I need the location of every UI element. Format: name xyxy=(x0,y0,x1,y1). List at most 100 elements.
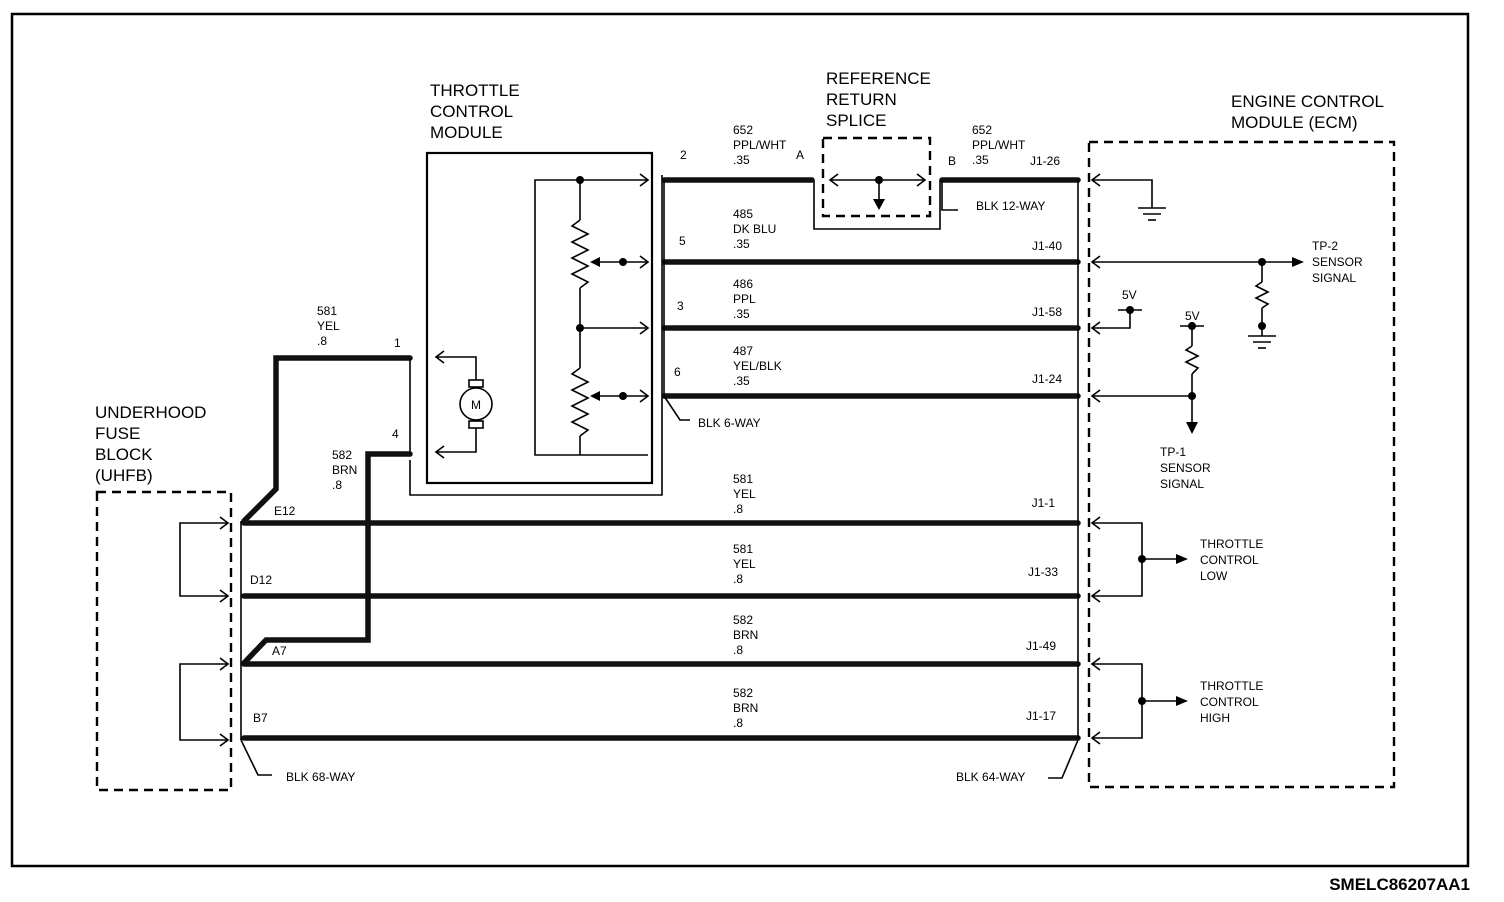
uhfb-title-line3: BLOCK xyxy=(95,445,153,464)
svg-text:485: 485 xyxy=(733,207,753,221)
connector-blk-68-way: BLK 68-WAY xyxy=(286,770,355,784)
uhfb-pin-b7: B7 xyxy=(253,711,268,725)
throttle-control-high-label: THROTTLE CONTROL HIGH xyxy=(1200,679,1263,725)
ecm-pin-j1-1: J1-1 xyxy=(1032,496,1056,510)
svg-text:.8: .8 xyxy=(317,334,327,348)
splice-pin-b: B xyxy=(948,154,956,168)
tcm-pin-3: 3 xyxy=(677,299,684,313)
reference-5v-label-a: 5V xyxy=(1122,288,1137,302)
ecm-pin-j1-49: J1-49 xyxy=(1026,639,1056,653)
tcm-title-line3: MODULE xyxy=(430,123,503,142)
motor-label: M xyxy=(471,398,481,412)
wire-487-label: 487 YEL/BLK .35 xyxy=(733,344,782,388)
svg-text:TP-2: TP-2 xyxy=(1312,239,1338,253)
svg-text:PPL/WHT: PPL/WHT xyxy=(972,138,1026,152)
svg-text:581: 581 xyxy=(733,472,753,486)
svg-text:THROTTLE: THROTTLE xyxy=(1200,679,1263,693)
ecm-internal-circuits xyxy=(1090,173,1304,745)
svg-text:.35: .35 xyxy=(733,374,750,388)
svg-text:YEL: YEL xyxy=(733,557,756,571)
wire-652-right-label: 652 PPL/WHT .35 xyxy=(972,123,1026,167)
svg-text:BRN: BRN xyxy=(332,463,357,477)
svg-text:581: 581 xyxy=(317,304,337,318)
uhfb-title-line4: (UHFB) xyxy=(95,466,153,485)
svg-text:652: 652 xyxy=(972,123,992,137)
tcm-pin-6: 6 xyxy=(674,365,681,379)
svg-text:581: 581 xyxy=(733,542,753,556)
svg-text:.8: .8 xyxy=(733,502,743,516)
svg-text:.8: .8 xyxy=(733,716,743,730)
wire-582-b-label: 582 BRN .8 xyxy=(733,686,758,730)
splice-title-line3: SPLICE xyxy=(826,111,886,130)
ecm-pin-j1-17: J1-17 xyxy=(1026,709,1056,723)
uhfb-pin-d12: D12 xyxy=(250,573,272,587)
wire-581-b-label: 581 YEL .8 xyxy=(733,542,756,586)
tp1-sensor-signal-label: TP-1 SENSOR SIGNAL xyxy=(1160,445,1211,491)
svg-text:CONTROL: CONTROL xyxy=(1200,553,1259,567)
tcm-title-line1: THROTTLE xyxy=(430,81,520,100)
wire-581-a-label: 581 YEL .8 xyxy=(733,472,756,516)
ecm-pin-j1-58: J1-58 xyxy=(1032,305,1062,319)
uhfb-title-line1: UNDERHOOD xyxy=(95,403,206,422)
connector-blk-12-way: BLK 12-WAY xyxy=(976,199,1045,213)
svg-text:582: 582 xyxy=(733,613,753,627)
tcm-pin-1: 1 xyxy=(394,336,401,350)
svg-text:652: 652 xyxy=(733,123,753,137)
svg-text:.8: .8 xyxy=(733,643,743,657)
throttle-control-low-label: THROTTLE CONTROL LOW xyxy=(1200,537,1263,583)
underhood-fuse-block: UNDERHOOD FUSE BLOCK (UHFB) xyxy=(95,403,233,792)
connector-brackets xyxy=(240,180,1079,779)
wire-582-top-label: 582 BRN .8 xyxy=(332,448,357,492)
ecm-title-line1: ENGINE CONTROL xyxy=(1231,92,1384,111)
svg-text:487: 487 xyxy=(733,344,753,358)
figure-reference: SMELC86207AA1 xyxy=(1329,875,1470,894)
svg-text:582: 582 xyxy=(733,686,753,700)
svg-text:YEL/BLK: YEL/BLK xyxy=(733,359,782,373)
svg-text:BRN: BRN xyxy=(733,701,758,715)
wire-582-a-label: 582 BRN .8 xyxy=(733,613,758,657)
tcm-pin-2: 2 xyxy=(680,148,687,162)
wire-485-label: 485 DK BLU .35 xyxy=(733,207,776,251)
svg-text:THROTTLE: THROTTLE xyxy=(1200,537,1263,551)
uhfb-pin-a7: A7 xyxy=(272,644,287,658)
reference-return-splice: REFERENCE RETURN SPLICE xyxy=(813,69,941,230)
harness-wires xyxy=(241,177,1081,741)
splice-pin-a: A xyxy=(796,148,804,162)
svg-text:CONTROL: CONTROL xyxy=(1200,695,1259,709)
wire-486-label: 486 PPL .35 xyxy=(733,277,756,321)
wire-581-e12 xyxy=(241,355,413,524)
svg-text:.8: .8 xyxy=(332,478,342,492)
diagram-frame xyxy=(10,12,1470,868)
tcm-potentiometers xyxy=(534,173,650,456)
svg-text:YEL: YEL xyxy=(733,487,756,501)
tp2-sensor-signal-label: TP-2 SENSOR SIGNAL xyxy=(1312,239,1363,285)
ecm-title-line2: MODULE (ECM) xyxy=(1231,113,1358,132)
svg-text:PPL/WHT: PPL/WHT xyxy=(733,138,787,152)
wire-652-left-label: 652 PPL/WHT .35 xyxy=(733,123,787,167)
ecm-pin-j1-40: J1-40 xyxy=(1032,239,1062,253)
svg-text:BRN: BRN xyxy=(733,628,758,642)
svg-text:PPL: PPL xyxy=(733,292,756,306)
ecm-pin-j1-26: J1-26 xyxy=(1030,154,1060,168)
tcm-title-line2: CONTROL xyxy=(430,102,513,121)
svg-text:SIGNAL: SIGNAL xyxy=(1312,271,1356,285)
svg-text:SENSOR: SENSOR xyxy=(1312,255,1363,269)
uhfb-title-line2: FUSE xyxy=(95,424,140,443)
ecm-pin-j1-24: J1-24 xyxy=(1032,372,1062,386)
connector-blk-6-way: BLK 6-WAY xyxy=(698,416,761,430)
svg-text:.8: .8 xyxy=(733,572,743,586)
splice-title-line2: RETURN xyxy=(826,90,897,109)
svg-text:HIGH: HIGH xyxy=(1200,711,1230,725)
svg-text:SENSOR: SENSOR xyxy=(1160,461,1211,475)
engine-control-module: ENGINE CONTROL MODULE (ECM) xyxy=(1087,92,1396,789)
uhfb-box xyxy=(95,490,233,792)
tcm-pin-4: 4 xyxy=(392,427,399,441)
tcm-box xyxy=(425,151,654,485)
svg-text:YEL: YEL xyxy=(317,319,340,333)
uhfb-pin-e12: E12 xyxy=(274,504,296,518)
svg-text:TP-1: TP-1 xyxy=(1160,445,1186,459)
svg-text:582: 582 xyxy=(332,448,352,462)
svg-text:DK BLU: DK BLU xyxy=(733,222,776,236)
wire-581-top-label: 581 YEL .8 xyxy=(317,304,340,348)
